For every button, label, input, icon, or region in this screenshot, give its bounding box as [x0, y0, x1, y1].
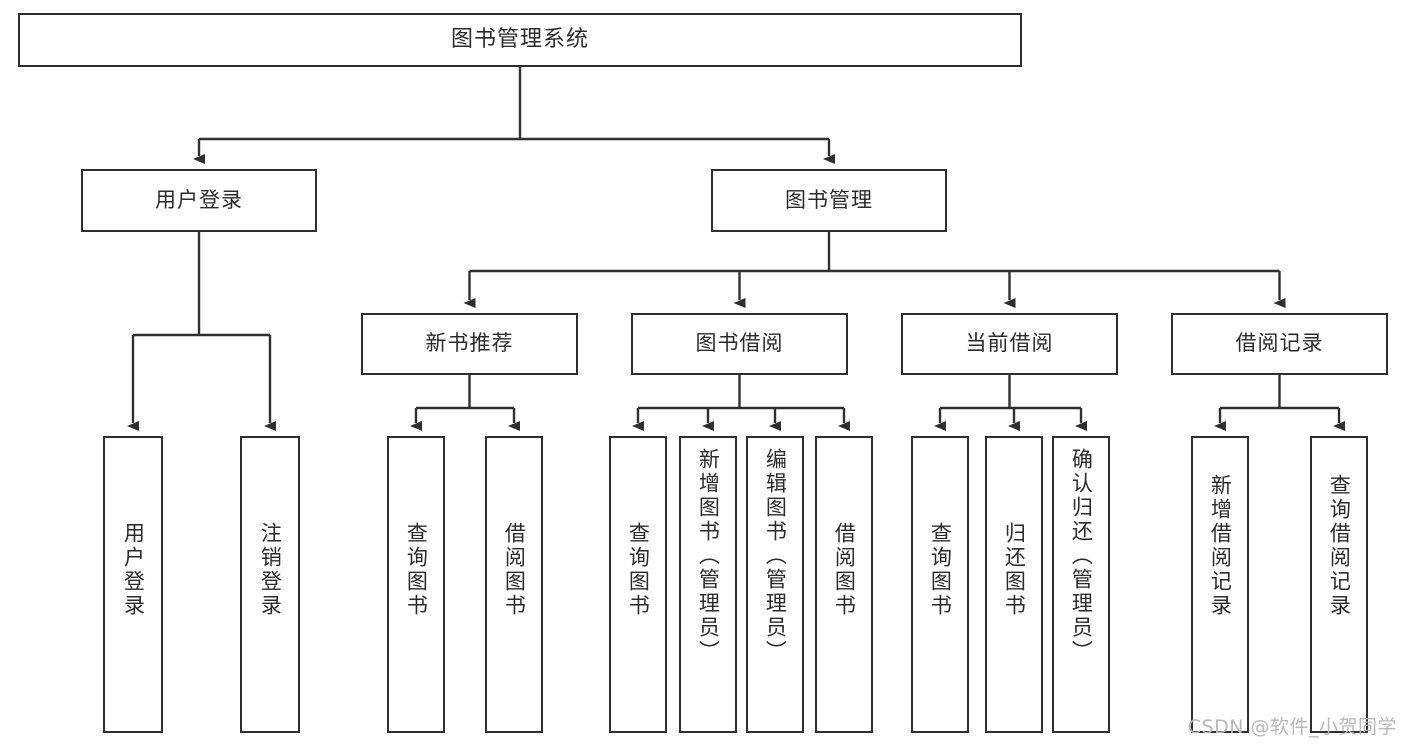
node-label: 查询借阅记录: [1327, 474, 1352, 618]
node-leaf-return-book[interactable]: 归还图书: [985, 436, 1043, 733]
node-leaf-borrow-book[interactable]: 借阅图书: [815, 436, 873, 733]
node-leaf-logout[interactable]: 注销登录: [240, 436, 300, 733]
node-user-login[interactable]: 用户登录: [81, 169, 317, 232]
node-label: 借阅图书: [502, 522, 527, 618]
node-book-borrow[interactable]: 图书借阅: [631, 313, 848, 375]
node-leaf-query-book-cur[interactable]: 查询图书: [911, 436, 969, 733]
node-label: 查询图书: [404, 522, 429, 618]
node-label: 查询图书: [928, 522, 953, 618]
node-current-borrow[interactable]: 当前借阅: [901, 313, 1118, 375]
node-leaf-confirm-return[interactable]: 确认归还（管理员）: [1052, 436, 1110, 733]
node-label: 用户登录: [121, 522, 146, 618]
node-book-manage[interactable]: 图书管理: [711, 169, 947, 232]
node-leaf-query-book-borrow[interactable]: 查询图书: [609, 436, 667, 733]
watermark-label: CSDN @软件_小贺同学: [1187, 716, 1397, 738]
node-label: 用户登录: [155, 187, 243, 212]
node-leaf-query-record[interactable]: 查询借阅记录: [1310, 436, 1368, 733]
node-leaf-user-login[interactable]: 用户登录: [103, 436, 163, 733]
node-label: 新增图书（管理员）: [696, 448, 721, 664]
node-borrow-record[interactable]: 借阅记录: [1171, 313, 1388, 375]
node-label: 借阅图书: [832, 522, 857, 618]
node-label: 图书管理: [785, 187, 873, 212]
node-label: 确认归还（管理员）: [1069, 448, 1094, 664]
node-label: 新增借阅记录: [1208, 474, 1233, 618]
node-leaf-add-book[interactable]: 新增图书（管理员）: [679, 436, 737, 733]
node-label: 图书管理系统: [450, 26, 589, 52]
node-label: 归还图书: [1002, 522, 1027, 618]
node-label: 编辑图书（管理员）: [763, 448, 788, 664]
node-label: 当前借阅: [965, 331, 1054, 356]
node-label: 图书借阅: [695, 331, 784, 356]
node-label: 注销登录: [258, 522, 283, 618]
node-label: 借阅记录: [1235, 331, 1324, 356]
node-new-book-rec[interactable]: 新书推荐: [361, 313, 578, 375]
node-leaf-edit-book[interactable]: 编辑图书（管理员）: [746, 436, 804, 733]
node-leaf-query-book-rec[interactable]: 查询图书: [387, 436, 445, 733]
node-leaf-borrow-book-rec[interactable]: 借阅图书: [485, 436, 543, 733]
node-label: 新书推荐: [425, 331, 514, 356]
node-label: 查询图书: [626, 522, 651, 618]
node-leaf-add-record[interactable]: 新增借阅记录: [1191, 436, 1249, 733]
node-root-root[interactable]: 图书管理系统: [18, 13, 1022, 67]
